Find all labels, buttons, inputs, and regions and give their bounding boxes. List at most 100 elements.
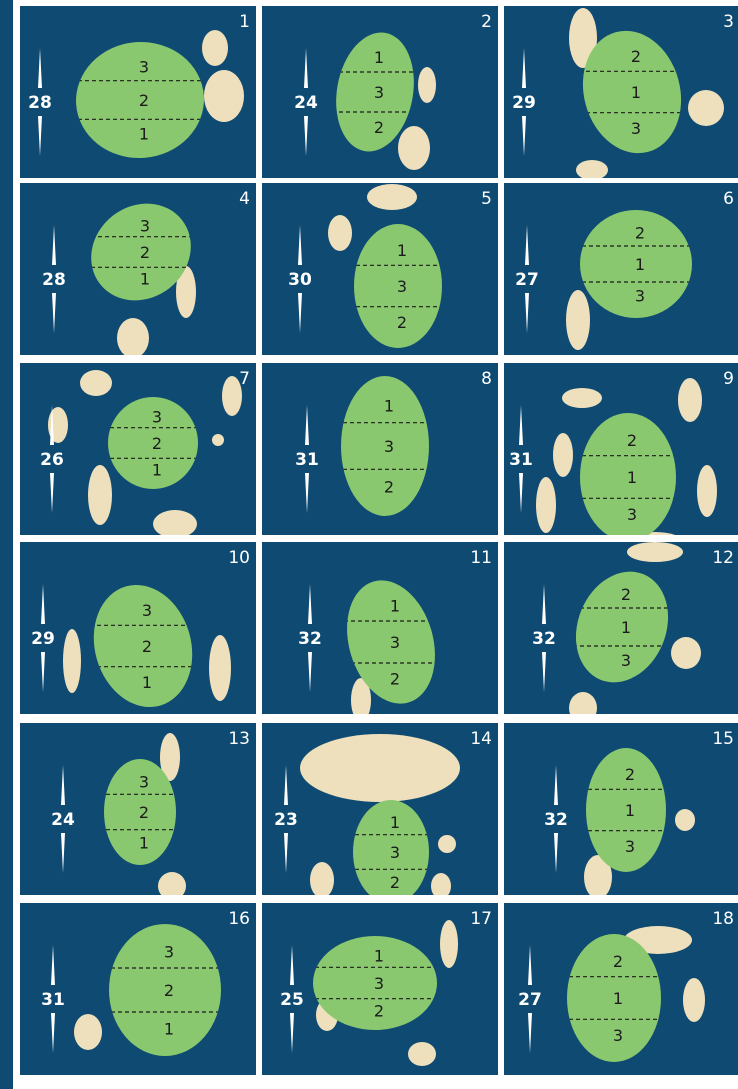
zone-label: 3 xyxy=(631,119,641,138)
zone-label: 1 xyxy=(390,813,400,832)
bunker xyxy=(300,734,460,802)
hole-number: 18 xyxy=(712,909,734,929)
hole-number: 15 xyxy=(712,729,734,749)
green-depth: 32 xyxy=(532,629,556,649)
bunker xyxy=(328,215,352,251)
zone-label: 3 xyxy=(164,943,174,962)
hole-cell-13: 3212413 xyxy=(20,723,256,900)
zone-label: 3 xyxy=(140,216,150,235)
zone-label: 1 xyxy=(139,125,149,144)
green-depth: 32 xyxy=(544,810,568,830)
bunker xyxy=(671,637,701,669)
zone-label: 3 xyxy=(627,505,637,524)
zone-label: 3 xyxy=(613,1026,623,1045)
hole-number: 1 xyxy=(239,12,250,32)
green-depth: 28 xyxy=(28,93,52,113)
bunker xyxy=(562,388,602,408)
zone-label: 2 xyxy=(139,91,149,110)
hole-number: 10 xyxy=(228,548,250,568)
bunker xyxy=(675,809,695,831)
zone-label: 2 xyxy=(390,873,400,892)
green-depth: 24 xyxy=(51,810,75,830)
hole-number: 5 xyxy=(481,189,492,209)
bunker xyxy=(117,318,149,358)
zone-label: 1 xyxy=(621,618,631,637)
bunker xyxy=(398,126,430,170)
zone-label: 3 xyxy=(397,277,407,296)
green-depth: 25 xyxy=(280,990,304,1010)
zone-label: 2 xyxy=(390,670,400,689)
hole-cell-9: 213319 xyxy=(504,363,738,552)
hole-number: 7 xyxy=(239,369,250,389)
bunker xyxy=(88,465,112,525)
bunker xyxy=(438,835,456,853)
hole-number: 9 xyxy=(723,369,734,389)
bunker xyxy=(367,184,417,210)
hole-number: 14 xyxy=(470,729,492,749)
bunker xyxy=(678,378,702,422)
zone-label: 2 xyxy=(139,803,149,822)
zone-label: 2 xyxy=(142,637,152,656)
green-depth: 28 xyxy=(42,270,66,290)
zone-label: 1 xyxy=(625,801,635,820)
zone-label: 2 xyxy=(635,224,645,243)
bunker xyxy=(418,67,436,103)
zone-label: 2 xyxy=(397,313,407,332)
bunker xyxy=(440,920,458,968)
zone-label: 3 xyxy=(625,837,635,856)
bunker xyxy=(683,978,705,1022)
zone-label: 2 xyxy=(152,434,162,453)
green-depth: 29 xyxy=(512,93,536,113)
bunker xyxy=(80,370,112,396)
green-depth: 27 xyxy=(515,270,539,290)
bunker xyxy=(310,862,334,898)
hole-cell-10: 3212910 xyxy=(20,542,256,719)
zone-label: 1 xyxy=(140,270,150,289)
zone-label: 3 xyxy=(635,286,645,305)
left-margin-strip xyxy=(0,0,13,1089)
zone-label: 1 xyxy=(152,461,162,480)
zone-label: 2 xyxy=(384,478,394,497)
zone-label: 3 xyxy=(374,83,384,102)
zone-label: 2 xyxy=(621,585,631,604)
zone-label: 1 xyxy=(139,834,149,853)
bunker xyxy=(576,160,608,180)
hole-cell-15: 2 1 3 32 15 xyxy=(504,723,738,899)
green-depth: 32 xyxy=(298,629,322,649)
hole-number: 17 xyxy=(470,909,492,929)
zone-label: 3 xyxy=(390,633,400,652)
bunker xyxy=(204,70,244,122)
zone-label: 3 xyxy=(384,437,394,456)
zone-label: 1 xyxy=(374,48,384,67)
zone-label: 2 xyxy=(140,243,150,262)
hole-number: 3 xyxy=(723,12,734,32)
hole-cell-14: 1322314 xyxy=(262,723,498,904)
bunker xyxy=(408,1042,436,1066)
zone-label: 1 xyxy=(397,241,407,260)
bunker xyxy=(697,465,717,517)
green-depth: 31 xyxy=(295,450,319,470)
zone-label: 2 xyxy=(625,765,635,784)
zone-label: 2 xyxy=(627,431,637,450)
hole-cell-17: 1322517 xyxy=(262,903,498,1075)
bunker xyxy=(553,433,573,477)
green-depth: 29 xyxy=(31,629,55,649)
hole-cell-7: 321267 xyxy=(20,363,256,538)
hole-cell-18: 2132718 xyxy=(504,903,738,1075)
zone-label: 3 xyxy=(390,843,400,862)
hole-cell-3: 213293 xyxy=(504,6,738,180)
zone-label: 2 xyxy=(374,118,384,137)
zone-label: 1 xyxy=(384,396,394,415)
hole-number: 12 xyxy=(712,548,734,568)
zone-label: 3 xyxy=(142,601,152,620)
zone-label: 1 xyxy=(164,1019,174,1038)
green-depth: 26 xyxy=(40,450,64,470)
zone-label: 1 xyxy=(631,83,641,102)
bunker xyxy=(74,1014,102,1050)
